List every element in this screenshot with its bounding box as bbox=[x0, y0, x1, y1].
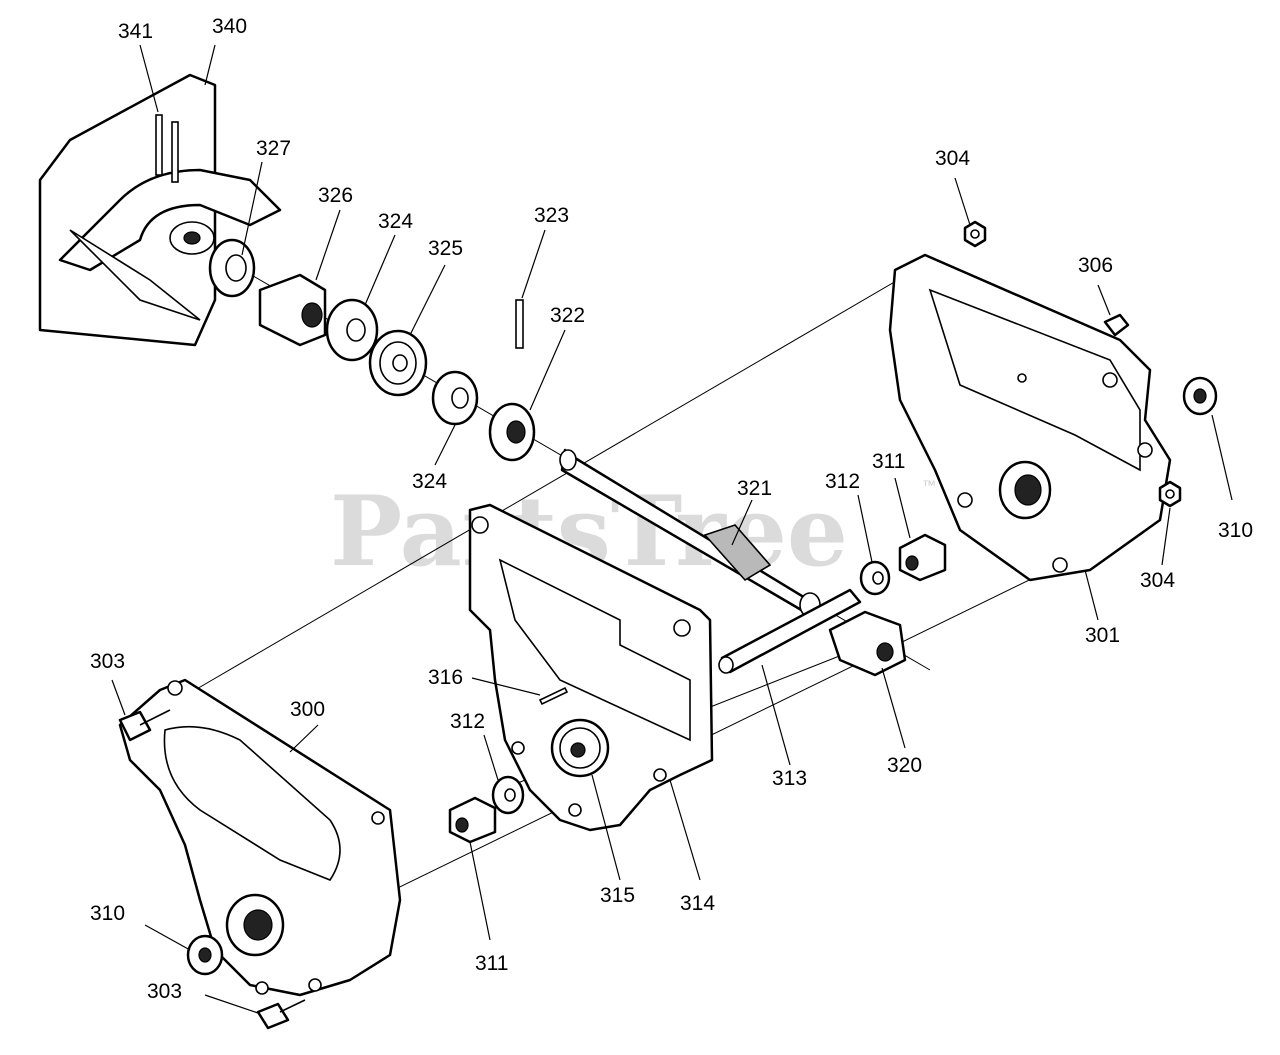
worm-shaft-321 bbox=[559, 448, 827, 620]
callout-301: 301 bbox=[1085, 624, 1120, 647]
bushing-311-right bbox=[898, 533, 947, 582]
callout-325: 325 bbox=[428, 237, 463, 260]
bushing-311-left bbox=[448, 796, 497, 844]
bushing-320 bbox=[828, 610, 907, 677]
callout-316: 316 bbox=[428, 666, 463, 689]
callout-314: 314 bbox=[680, 892, 715, 915]
gear-housing-301 bbox=[888, 253, 1172, 582]
grease-fitting-306 bbox=[1103, 313, 1130, 337]
key-316 bbox=[538, 686, 569, 706]
callout-310-left: 310 bbox=[90, 902, 125, 925]
callout-341: 341 bbox=[118, 20, 153, 43]
callout-304-top: 304 bbox=[935, 147, 970, 170]
gasket-314 bbox=[468, 503, 714, 832]
callout-312-right: 312 bbox=[825, 470, 860, 493]
callout-320: 320 bbox=[887, 754, 922, 777]
callout-303-bottom: 303 bbox=[147, 980, 182, 1003]
callout-315: 315 bbox=[600, 884, 635, 907]
callout-311-left: 311 bbox=[475, 952, 508, 975]
callout-306: 306 bbox=[1078, 254, 1113, 277]
callout-311-right: 311 bbox=[872, 450, 905, 473]
washer-327 bbox=[208, 238, 256, 298]
callout-312-left: 312 bbox=[450, 710, 485, 733]
bolt-303-bottom bbox=[256, 999, 306, 1030]
thrust-bearing-325 bbox=[368, 329, 428, 397]
washer-324-top bbox=[325, 298, 379, 362]
callout-labels: 341 340 327 326 324 325 323 322 324 321 … bbox=[90, 15, 1253, 1003]
callout-324-bottom: 324 bbox=[412, 470, 447, 493]
shaft-313 bbox=[718, 588, 862, 674]
callout-303-top: 303 bbox=[90, 650, 125, 673]
collar-322 bbox=[488, 402, 536, 462]
washer-310-right bbox=[1182, 376, 1218, 416]
callout-313: 313 bbox=[772, 767, 807, 790]
chute-bracket-340 bbox=[38, 73, 282, 347]
callout-340: 340 bbox=[212, 15, 247, 38]
washer-312-left bbox=[491, 775, 525, 815]
nut-304-bottom bbox=[1158, 480, 1182, 508]
bushing-326 bbox=[258, 273, 327, 347]
callout-300: 300 bbox=[290, 698, 325, 721]
gear-315 bbox=[550, 718, 610, 778]
washer-324-bottom bbox=[431, 370, 479, 426]
callout-310-right: 310 bbox=[1218, 519, 1253, 542]
bolt-303-top bbox=[118, 709, 171, 742]
nut-304-top bbox=[963, 220, 987, 248]
pins-341 bbox=[155, 114, 179, 183]
leader-lines bbox=[111, 44, 1233, 1014]
callout-322: 322 bbox=[550, 304, 585, 327]
callout-324-top: 324 bbox=[378, 210, 413, 233]
callout-304-bottom: 304 bbox=[1140, 569, 1175, 592]
gear-housing-300 bbox=[118, 678, 402, 997]
callout-326: 326 bbox=[318, 184, 353, 207]
callout-327: 327 bbox=[256, 137, 291, 160]
svg-text:™: ™ bbox=[922, 477, 936, 493]
callout-321: 321 bbox=[737, 477, 772, 500]
washer-312-right bbox=[859, 560, 891, 596]
pin-323 bbox=[515, 299, 524, 349]
callout-323: 323 bbox=[534, 204, 569, 227]
washer-310-left bbox=[186, 934, 224, 976]
